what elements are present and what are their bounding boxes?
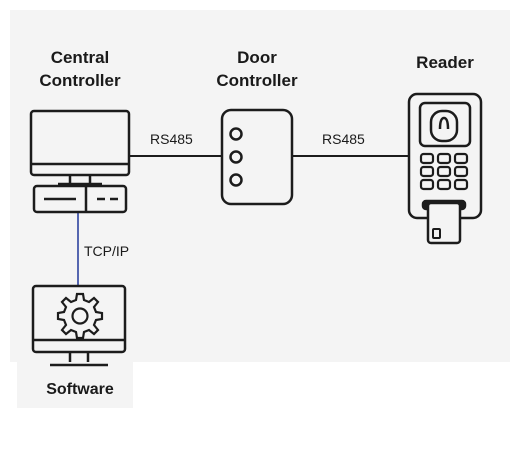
software-title: Software <box>46 381 114 398</box>
central-controller-icon <box>29 109 131 214</box>
central-controller-title: Central Controller <box>20 46 140 92</box>
door-controller-title: Door Controller <box>197 46 317 92</box>
software-label-background <box>17 362 133 408</box>
access-card-icon <box>421 199 467 245</box>
door-controller-title-line2: Controller <box>216 71 298 90</box>
central-controller-title-line1: Central <box>50 48 110 67</box>
central-controller-title-line2: Controller <box>39 71 121 90</box>
tcpip-label: TCP/IP <box>84 243 130 259</box>
software-monitor-icon <box>31 284 127 367</box>
reader-keypad <box>419 152 469 191</box>
reader-icon <box>407 92 483 220</box>
door-controller-icon <box>220 108 294 206</box>
reader-title: Reader <box>416 53 474 72</box>
rs485-label-central-door: RS485 <box>150 131 193 147</box>
door-controller-title-line1: Door <box>237 48 277 67</box>
rs485-label-door-reader: RS485 <box>322 131 365 147</box>
gear-icon <box>56 292 104 340</box>
